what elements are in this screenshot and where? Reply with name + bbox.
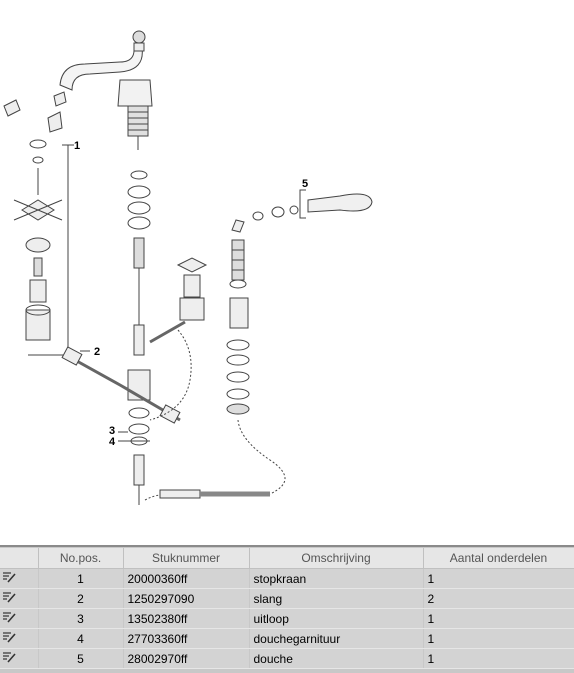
edit-row-icon[interactable] [0, 628, 39, 649]
table-row[interactable]: 4 27703360ff douchegarnituur 1 [0, 628, 574, 649]
callout-4: 4 [109, 436, 116, 448]
row-part-number: 27703360ff [123, 628, 250, 649]
row-quantity: 1 [423, 568, 574, 589]
table-row[interactable]: 2 1250297090 slang 2 [0, 588, 574, 609]
row-description: douchegarnituur [249, 628, 424, 649]
edit-row-icon[interactable] [0, 568, 39, 589]
callout-5: 5 [302, 178, 308, 190]
edit-row-icon[interactable] [0, 588, 39, 609]
row-pos: 3 [38, 608, 124, 629]
callout-2: 2 [94, 346, 100, 358]
column-header-part-number[interactable]: Stuknummer [123, 548, 250, 569]
column-header-icon[interactable] [0, 548, 39, 569]
parts-table-panel: No.pos. Stuknummer Omschrijving Aantal o… [0, 545, 574, 673]
table-row[interactable]: 1 20000360ff stopkraan 1 [0, 568, 574, 589]
parts-table: No.pos. Stuknummer Omschrijving Aantal o… [0, 548, 574, 669]
row-description: stopkraan [249, 568, 424, 589]
row-part-number: 20000360ff [123, 568, 250, 589]
row-pos: 4 [38, 628, 124, 649]
row-quantity: 1 [423, 648, 574, 669]
row-description: slang [249, 588, 424, 609]
table-header-row: No.pos. Stuknummer Omschrijving Aantal o… [0, 548, 574, 569]
column-header-description[interactable]: Omschrijving [249, 548, 424, 569]
exploded-view-diagram: 1 2 3 4 5 [3, 30, 373, 505]
row-description: douche [249, 648, 424, 669]
callout-3: 3 [109, 425, 115, 437]
row-pos: 1 [38, 568, 124, 589]
column-header-pos[interactable]: No.pos. [38, 548, 124, 569]
edit-row-icon[interactable] [0, 608, 39, 629]
row-quantity: 1 [423, 628, 574, 649]
exploded-view-drawing: 1 2 3 4 5 [3, 30, 373, 505]
row-quantity: 1 [423, 608, 574, 629]
row-part-number: 28002970ff [123, 648, 250, 669]
row-pos: 5 [38, 648, 124, 669]
table-row[interactable]: 5 28002970ff douche 1 [0, 648, 574, 669]
column-header-quantity[interactable]: Aantal onderdelen [423, 548, 574, 569]
row-description: uitloop [249, 608, 424, 629]
callout-1: 1 [74, 140, 80, 152]
row-quantity: 2 [423, 588, 574, 609]
edit-row-icon[interactable] [0, 648, 39, 669]
row-part-number: 13502380ff [123, 608, 250, 629]
row-pos: 2 [38, 588, 124, 609]
row-part-number: 1250297090 [123, 588, 250, 609]
table-row[interactable]: 3 13502380ff uitloop 1 [0, 608, 574, 629]
